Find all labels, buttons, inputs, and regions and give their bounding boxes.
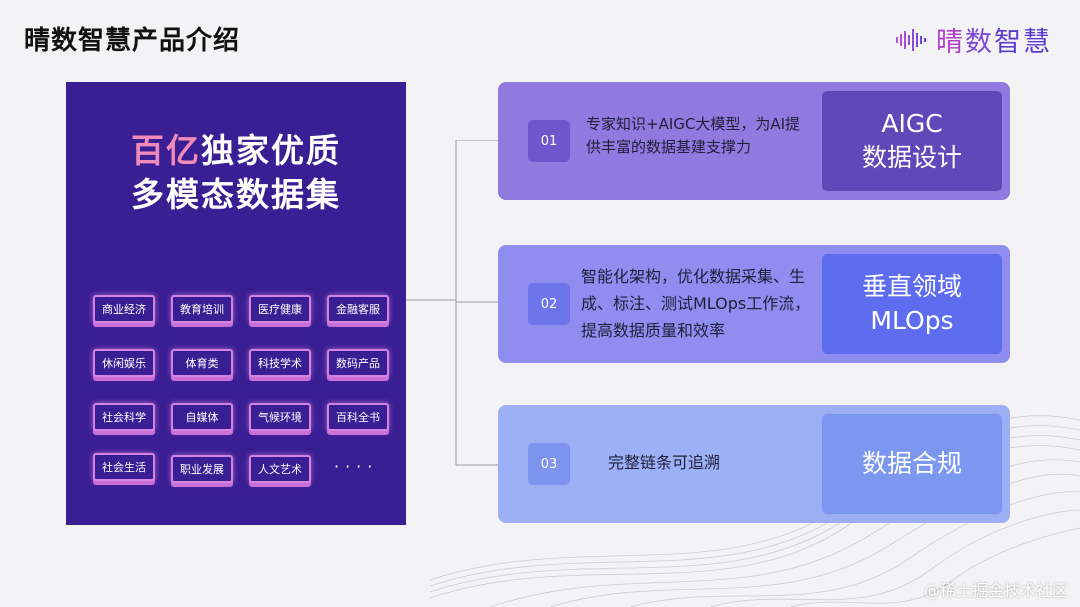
card-badge: 垂直领域 MLOps [822,254,1002,354]
category-tag: 职业发展 [171,455,233,483]
category-tag: 体育类 [171,349,233,377]
category-tag: 人文艺术 [249,455,311,483]
card-number: 03 [528,443,570,485]
card-badge: 数据合规 [822,414,1002,514]
logo-char-1: 晴 [936,27,965,58]
feature-card-aigc: 01 专家知识+AIGC大模型，为AI提供丰富的数据基建支撑力 AIGC 数据设… [498,82,1010,200]
feature-card-mlops: 02 智能化架构，优化数据采集、生成、标注、测试MLOps工作流，提高数据质量和… [498,245,1010,363]
card-description: 智能化架构，优化数据采集、生成、标注、测试MLOps工作流，提高数据质量和效率 [581,267,811,340]
badge-line-1: AIGC [881,109,943,138]
badge-line-1: 数据合规 [861,449,962,478]
hero-title: 百亿独家优质 多模态数据集 [66,129,406,217]
card-description: 完整链条可追溯 [608,453,721,472]
category-tag: 数码产品 [327,349,389,377]
more-ellipsis: ···· [334,457,379,476]
category-tag: 社会生活 [93,453,155,481]
category-tag: 金融客服 [327,295,389,323]
feature-card-compliance: 03 完整链条可追溯 数据合规 [498,405,1010,523]
category-tag: 社会科学 [93,403,155,431]
category-tag: 教育培训 [171,295,233,323]
badge-line-2: 数据设计 [861,143,962,172]
card-description: 专家知识+AIGC大模型，为AI提供丰富的数据基建支撑力 [586,115,801,156]
waveform-icon [896,28,926,51]
background-waves [430,415,1080,607]
category-tag: 自媒体 [171,403,233,431]
category-tag: 商业经济 [93,295,155,323]
brand-logo: 晴数智慧 [896,20,1052,59]
connector-lines [406,140,501,466]
category-tag: 休闲娱乐 [93,349,155,377]
hero-line-1: 百亿独家优质 [66,129,406,173]
card-number: 01 [528,120,570,162]
card-badge: AIGC 数据设计 [822,91,1002,191]
badge-line-2: MLOps [870,306,954,335]
category-tag: 医疗健康 [249,295,311,323]
hero-highlight: 百亿 [131,131,201,170]
logo-wordmark: 晴数智慧 [936,20,1052,59]
logo-char-2: 数 [965,27,994,58]
category-tag: 气候环境 [249,403,311,431]
hero-line-1-rest: 独家优质 [201,131,341,170]
watermark: @稀土掘金技术社区 [923,581,1068,600]
page-title: 晴数智慧产品介绍 [24,26,241,56]
dataset-panel: 百亿独家优质 多模态数据集 商业经济 教育培训 医疗健康 金融客服 休闲娱乐 体… [66,82,406,525]
category-tag: 科技学术 [249,349,311,377]
logo-char-3: 智慧 [994,27,1052,58]
category-tag: 百科全书 [327,403,389,431]
badge-line-1: 垂直领域 [861,272,962,301]
card-number: 02 [528,283,570,325]
hero-line-2: 多模态数据集 [131,175,341,214]
